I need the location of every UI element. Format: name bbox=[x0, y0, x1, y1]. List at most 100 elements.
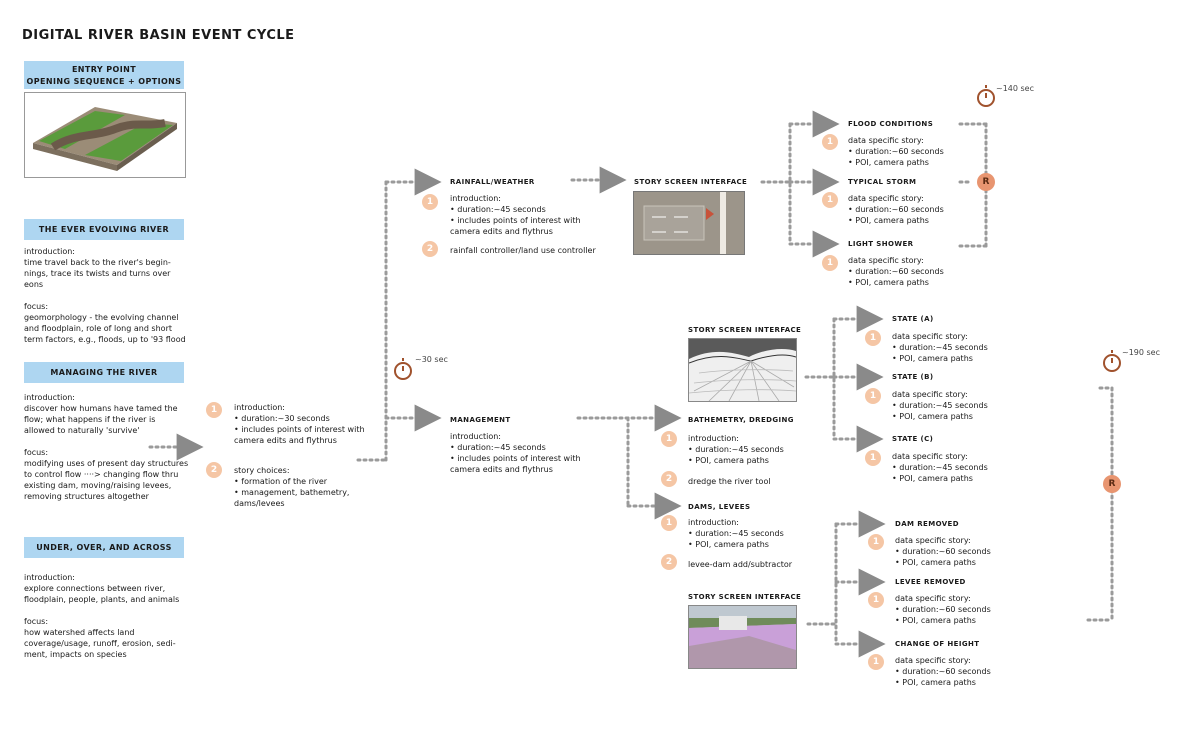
intro-line: floodplain, people, plants, and animals bbox=[24, 595, 180, 604]
center-intro: introduction: • duration:~30 seconds • i… bbox=[234, 402, 374, 446]
story-screen-thumbnail bbox=[633, 191, 745, 255]
step-number: 2 bbox=[206, 462, 222, 478]
focus-line: modifying uses of present day structures bbox=[24, 459, 189, 468]
branch-text: data specific story: • duration:~45 seco… bbox=[892, 389, 988, 422]
branch-line: • duration:~60 seconds bbox=[895, 667, 991, 676]
center-intro-line: camera edits and flythrus bbox=[234, 436, 337, 445]
center-choice-line: dams/levees bbox=[234, 499, 285, 508]
management-intro-line: introduction: bbox=[450, 432, 502, 441]
branch-header-flood-conditions: FLOOD CONDITIONS bbox=[848, 120, 934, 128]
focus-line: existing dam, moving/raising levees, bbox=[24, 481, 172, 490]
managing-text: introduction: discover how humans have t… bbox=[24, 392, 199, 502]
repeat-marker: R bbox=[977, 173, 995, 191]
step-number: 1 bbox=[422, 194, 438, 210]
diagram-title: DIGITAL RIVER BASIN EVENT CYCLE bbox=[22, 28, 295, 43]
timer-label: ~140 sec bbox=[996, 84, 1035, 93]
timer-label: ~30 sec bbox=[415, 355, 448, 364]
focus-line: how watershed affects land bbox=[24, 628, 135, 637]
branch-text: data specific story: • duration:~60 seco… bbox=[895, 535, 991, 568]
branch-line: • POI, camera paths bbox=[848, 216, 929, 225]
repeat-marker: R bbox=[1103, 475, 1121, 493]
branch-line: data specific story: bbox=[895, 594, 971, 603]
focus-line: and floodplain, role of long and short bbox=[24, 324, 172, 333]
step-number: 1 bbox=[822, 134, 838, 150]
branch-line: data specific story: bbox=[895, 536, 971, 545]
branch-header-state-c: STATE (C) bbox=[892, 435, 934, 443]
branch-header-state-a: STATE (A) bbox=[892, 315, 934, 323]
ever-evolving-text: introduction: time travel back to the ri… bbox=[24, 246, 199, 345]
branch-line: data specific story: bbox=[848, 136, 924, 145]
branch-line: • duration:~45 seconds bbox=[892, 463, 988, 472]
focus-label: focus: bbox=[24, 302, 49, 311]
branch-line: • duration:~60 seconds bbox=[895, 605, 991, 614]
branch-text: data specific story: • duration:~60 seco… bbox=[895, 655, 991, 688]
bathemetry-header: BATHEMETRY, DREDGING bbox=[688, 416, 794, 424]
bathemetry-intro-line: • POI, camera paths bbox=[688, 456, 769, 465]
entry-point-line1: ENTRY POINT bbox=[71, 65, 137, 74]
focus-line: removing structures altogether bbox=[24, 492, 149, 501]
intro-label: introduction: bbox=[24, 393, 76, 402]
rainfall-intro-line: • duration:~45 seconds bbox=[450, 205, 546, 214]
intro-line: allowed to naturally 'survive' bbox=[24, 426, 140, 435]
branch-line: data specific story: bbox=[848, 256, 924, 265]
step-number: 1 bbox=[822, 192, 838, 208]
story-screen-label: STORY SCREEN INTERFACE bbox=[688, 593, 802, 601]
branch-line: • POI, camera paths bbox=[895, 558, 976, 567]
dams-intro: introduction: • duration:~45 seconds • P… bbox=[688, 517, 784, 550]
branch-line: • duration:~45 seconds bbox=[892, 343, 988, 352]
branch-line: • POI, camera paths bbox=[892, 354, 973, 363]
branch-text: data specific story: • duration:~45 seco… bbox=[892, 451, 988, 484]
step-number: 2 bbox=[661, 554, 677, 570]
branch-line: • duration:~60 seconds bbox=[895, 547, 991, 556]
center-intro-line: • duration:~30 seconds bbox=[234, 414, 330, 423]
branch-line: • POI, camera paths bbox=[848, 158, 929, 167]
bathemetry-intro-line: • duration:~45 seconds bbox=[688, 445, 784, 454]
intro-label: introduction: bbox=[24, 247, 76, 256]
branch-header-state-b: STATE (B) bbox=[892, 373, 934, 381]
dams-intro-line: introduction: bbox=[688, 518, 740, 527]
branch-text: data specific story: • duration:~60 seco… bbox=[848, 255, 944, 288]
rainfall-intro-line: introduction: bbox=[450, 194, 502, 203]
under-over-header: UNDER, OVER, AND ACROSS bbox=[24, 537, 184, 558]
terrain-thumbnail bbox=[24, 92, 186, 178]
bathymetry-thumbnail bbox=[688, 338, 797, 402]
intro-line: flow; what happens if the river is bbox=[24, 415, 156, 424]
step-number: 1 bbox=[206, 402, 222, 418]
branch-line: • POI, camera paths bbox=[895, 678, 976, 687]
focus-label: focus: bbox=[24, 448, 49, 457]
branch-line: • POI, camera paths bbox=[895, 616, 976, 625]
rainfall-intro-line: • includes points of interest with bbox=[450, 216, 581, 225]
ever-evolving-header: THE EVER EVOLVING RIVER bbox=[24, 219, 184, 240]
branch-line: • duration:~60 seconds bbox=[848, 147, 944, 156]
branch-line: data specific story: bbox=[892, 332, 968, 341]
branch-line: • POI, camera paths bbox=[892, 412, 973, 421]
intro-line: time travel back to the river's begin- bbox=[24, 258, 171, 267]
step-number: 2 bbox=[661, 471, 677, 487]
rainfall-header: RAINFALL/WEATHER bbox=[450, 178, 535, 186]
entry-point-line2: OPENING SEQUENCE + OPTIONS bbox=[26, 77, 182, 86]
bathemetry-intro: introduction: • duration:~45 seconds • P… bbox=[688, 433, 784, 466]
branch-line: data specific story: bbox=[895, 656, 971, 665]
branch-header-light-shower: LIGHT SHOWER bbox=[848, 240, 914, 248]
levee-thumbnail bbox=[688, 605, 797, 669]
branch-text: data specific story: • duration:~60 seco… bbox=[848, 135, 944, 168]
focus-line: to control flow ····> changing flow thru bbox=[24, 470, 179, 479]
branch-line: • POI, camera paths bbox=[892, 474, 973, 483]
center-intro-line: • includes points of interest with bbox=[234, 425, 365, 434]
rainfall-intro: introduction: • duration:~45 seconds • i… bbox=[450, 193, 620, 237]
entry-point-header: ENTRY POINT OPENING SEQUENCE + OPTIONS bbox=[24, 61, 184, 89]
management-intro-line: • duration:~45 seconds bbox=[450, 443, 546, 452]
managing-header: MANAGING THE RIVER bbox=[24, 362, 184, 383]
step-number: 1 bbox=[865, 330, 881, 346]
step-number: 1 bbox=[865, 388, 881, 404]
branch-text: data specific story: • duration:~60 seco… bbox=[895, 593, 991, 626]
center-choices: story choices: • formation of the river … bbox=[234, 465, 374, 509]
stopwatch-icon bbox=[1103, 350, 1121, 372]
stopwatch-icon bbox=[394, 358, 412, 380]
branch-header-levee-removed: LEVEE REMOVED bbox=[895, 578, 966, 586]
branch-line: • duration:~45 seconds bbox=[892, 401, 988, 410]
intro-line: eons bbox=[24, 280, 44, 289]
intro-line: discover how humans have tamed the bbox=[24, 404, 178, 413]
intro-line: explore connections between river, bbox=[24, 584, 166, 593]
